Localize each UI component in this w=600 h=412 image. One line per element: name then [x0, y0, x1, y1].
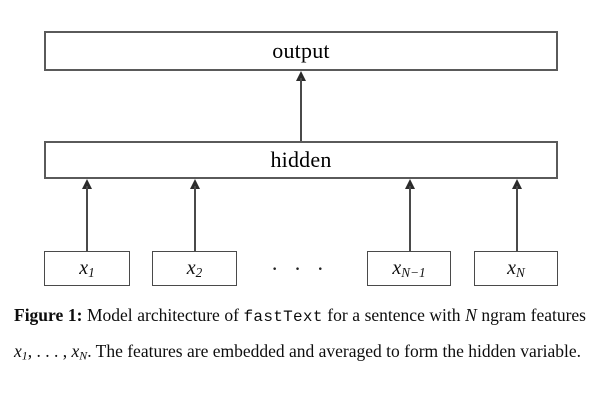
input-feature-box-2: x2 [152, 251, 237, 286]
arrow-shaft [85, 186, 88, 251]
input-ellipsis: · · · [271, 256, 329, 281]
caption-text-part4: . The features are embedded and averaged… [87, 341, 582, 361]
arrow-input-3-to-hidden [404, 179, 415, 251]
arrow-input-2-to-hidden [189, 179, 200, 251]
output-layer-label: output [272, 38, 330, 63]
arrow-hidden-to-output [295, 71, 306, 141]
figure-diagram: output hidden x1 x2 · · · xN−1 xN [44, 31, 558, 286]
caption-math-n: N [465, 305, 477, 325]
input-feature-box-4: xN [474, 251, 558, 286]
arrow-head-icon [511, 179, 522, 189]
arrow-shaft [193, 186, 196, 251]
arrow-shaft [408, 186, 411, 251]
caption-text-part2: for a sentence with [322, 305, 466, 325]
caption-text-part3: ngram features [476, 305, 586, 325]
caption-text-part1: Model architecture of [82, 305, 244, 325]
caption-math-xn: xN [71, 341, 88, 363]
input-feature-box-3: xN−1 [367, 251, 451, 286]
output-layer-box: output [44, 31, 558, 71]
arrow-input-4-to-hidden [511, 179, 522, 251]
input-feature-label-1: x1 [79, 256, 95, 280]
input-feature-box-1: x1 [44, 251, 130, 286]
input-feature-label-4: xN [507, 256, 525, 280]
caption-lead: Figure 1: [14, 305, 83, 325]
arrow-shaft [299, 78, 302, 141]
arrow-head-icon [81, 179, 92, 189]
caption-math-sep: , . . . , [27, 341, 72, 361]
arrow-head-icon [404, 179, 415, 189]
hidden-layer-box: hidden [44, 141, 558, 179]
hidden-layer-label: hidden [270, 147, 332, 172]
input-feature-label-3: xN−1 [392, 256, 426, 280]
caption-math-x1: x1 [14, 341, 28, 363]
input-feature-label-2: x2 [186, 256, 203, 280]
arrow-input-1-to-hidden [81, 179, 92, 251]
arrow-shaft [515, 186, 518, 251]
arrow-head-icon [295, 71, 306, 81]
arrow-head-icon [189, 179, 200, 189]
caption-code-fasttext: fastText [243, 308, 323, 326]
figure-caption: Figure 1: Model architecture of fastText… [14, 298, 586, 373]
